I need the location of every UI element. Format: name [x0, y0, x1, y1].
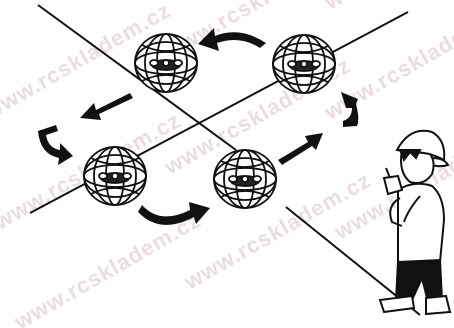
watermark-text: www.rcskladem.cz: [9, 207, 205, 328]
drone-cage-bottom-right: [214, 150, 276, 208]
pants: [396, 260, 442, 302]
watermark-text: www.rcskladem.cz: [319, 0, 454, 15]
arrow-up-right-icon: [278, 133, 323, 165]
pilot-figure: [380, 131, 450, 314]
drone-cage-top-right: [273, 35, 335, 93]
remote-controller-icon: [384, 176, 402, 194]
shoe: [426, 296, 450, 314]
shirt: [398, 184, 444, 264]
arrow-curve-right-icon: [38, 125, 73, 165]
drone-cage-bottom-left: [84, 147, 146, 205]
shoe: [380, 296, 414, 312]
drone-cage-top-left: [135, 34, 197, 92]
arrow-down-left-icon: [80, 93, 133, 120]
